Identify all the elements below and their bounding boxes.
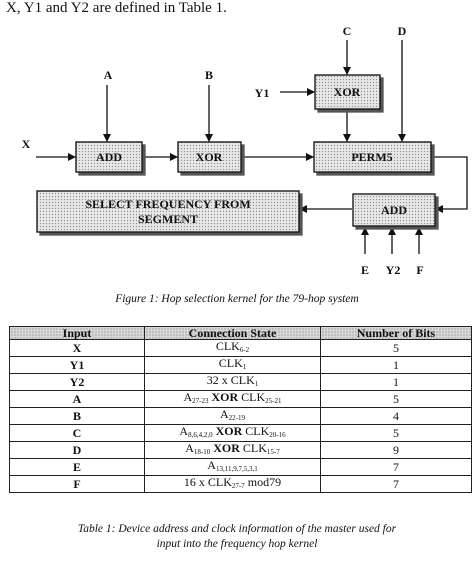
state-text: XOR <box>210 441 243 456</box>
state-subscript: 18-10 <box>193 448 211 457</box>
cell-connection-state: A27-23 XOR CLK25-21 <box>144 390 321 409</box>
select-frequency-label-line2: SEGMENT <box>138 212 198 226</box>
state-subscript: 27-23 <box>192 397 209 406</box>
input-label-c: C <box>343 24 352 38</box>
table-header-row: Input Connection State Number of Bits <box>9 325 472 341</box>
state-subscript: 15-7 <box>266 448 280 457</box>
cell-number-of-bits: 1 <box>320 373 472 392</box>
cell-connection-state: A22-19 <box>144 407 321 426</box>
cell-connection-state: A18-10 XOR CLK15-7 <box>144 441 321 460</box>
state-subscript: 8,6,4,2,0 <box>188 431 213 440</box>
state-subscript: 20-16 <box>269 431 286 440</box>
cell-connection-state: 16 x CLK27-7 mod79 <box>144 475 321 494</box>
header-input: Input <box>9 325 145 341</box>
cell-number-of-bits: 4 <box>320 407 472 426</box>
state-text: 16 x CLK <box>183 475 232 490</box>
add-box-1-label: ADD <box>96 150 122 164</box>
state-text: XOR <box>212 424 246 439</box>
perm5-box-label: PERM5 <box>351 150 392 164</box>
table-caption-line2: input into the frequency hop kernel <box>156 538 318 550</box>
state-subscript: 1 <box>242 363 247 372</box>
hop-selection-diagram: ADD XOR XOR PERM5 ADD SELECT FREQUENCY F… <box>22 24 468 277</box>
state-text: CLK <box>242 441 267 456</box>
state-text: XOR <box>208 390 242 405</box>
cell-connection-state: A13,11,9,7,5,3,1 <box>144 458 321 477</box>
cell-number-of-bits: 7 <box>320 475 472 494</box>
header-connection-state: Connection State <box>144 325 321 341</box>
input-label-y1: Y1 <box>255 86 270 100</box>
xor-box-1-label: XOR <box>196 150 223 164</box>
cell-input: B <box>9 407 145 426</box>
input-label-f: F <box>416 263 423 277</box>
cell-input: Y2 <box>9 373 145 392</box>
cell-input: D <box>9 441 145 460</box>
cell-connection-state: CLK1 <box>144 356 321 375</box>
cell-connection-state: CLK6-2 <box>144 339 321 358</box>
state-text: mod79 <box>244 475 282 490</box>
add-box-1 <box>75 141 143 173</box>
add-box-2-label: ADD <box>381 203 407 217</box>
cell-number-of-bits: 5 <box>320 339 472 358</box>
cell-number-of-bits: 7 <box>320 458 472 477</box>
cell-number-of-bits: 9 <box>320 441 472 460</box>
input-label-a: A <box>104 68 113 82</box>
state-subscript: 25-21 <box>265 397 282 406</box>
cell-input: F <box>9 475 145 494</box>
add-box-2 <box>352 193 436 227</box>
cell-input: A <box>9 390 145 409</box>
cell-connection-state: 32 x CLK1 <box>144 373 321 392</box>
state-text: A <box>219 407 229 422</box>
input-label-b: B <box>205 68 213 82</box>
cell-input: X <box>9 339 145 358</box>
state-text: 32 x CLK <box>206 373 255 388</box>
state-text: A <box>207 458 216 473</box>
input-label-d: D <box>398 24 407 38</box>
state-text: CLK <box>218 356 243 371</box>
state-subscript: 27-7 <box>231 482 245 491</box>
state-subscript: 6-2 <box>239 346 250 355</box>
cell-number-of-bits: 1 <box>320 356 472 375</box>
input-label-x: X <box>22 137 31 151</box>
cell-input: E <box>9 458 145 477</box>
state-text: A <box>185 441 194 456</box>
perm5-box <box>313 141 432 173</box>
cell-connection-state: A8,6,4,2,0 XOR CLK20-16 <box>144 424 321 443</box>
header-number-of-bits: Number of Bits <box>320 325 472 341</box>
state-text: A <box>179 424 189 439</box>
state-text: CLK <box>215 339 240 354</box>
state-subscript: 1 <box>254 380 259 389</box>
xor-box-1 <box>177 141 242 173</box>
state-text: CLK <box>245 424 270 439</box>
input-label-e: E <box>361 263 369 277</box>
state-subscript: 22-19 <box>228 414 245 423</box>
input-label-y2: Y2 <box>386 263 401 277</box>
xor-box-2 <box>314 74 381 110</box>
cell-number-of-bits: 5 <box>320 424 472 443</box>
state-text: CLK <box>241 390 266 405</box>
figure-caption: Figure 1: Hop selection kernel for the 7… <box>115 293 359 305</box>
cell-input: C <box>9 424 145 443</box>
table-caption-line1: Table 1: Device address and clock inform… <box>77 523 397 535</box>
cell-number-of-bits: 5 <box>320 390 472 409</box>
xor-box-2-label: XOR <box>334 85 361 99</box>
select-frequency-box <box>36 190 300 233</box>
state-subscript: 13,11,9,7,5,3,1 <box>215 465 258 474</box>
intro-text: X, Y1 and Y2 are defined in Table 1. <box>6 0 227 16</box>
select-frequency-label-line1: SELECT FREQUENCY FROM <box>85 197 250 211</box>
cell-input: Y1 <box>9 356 145 375</box>
state-text: A <box>183 390 193 405</box>
